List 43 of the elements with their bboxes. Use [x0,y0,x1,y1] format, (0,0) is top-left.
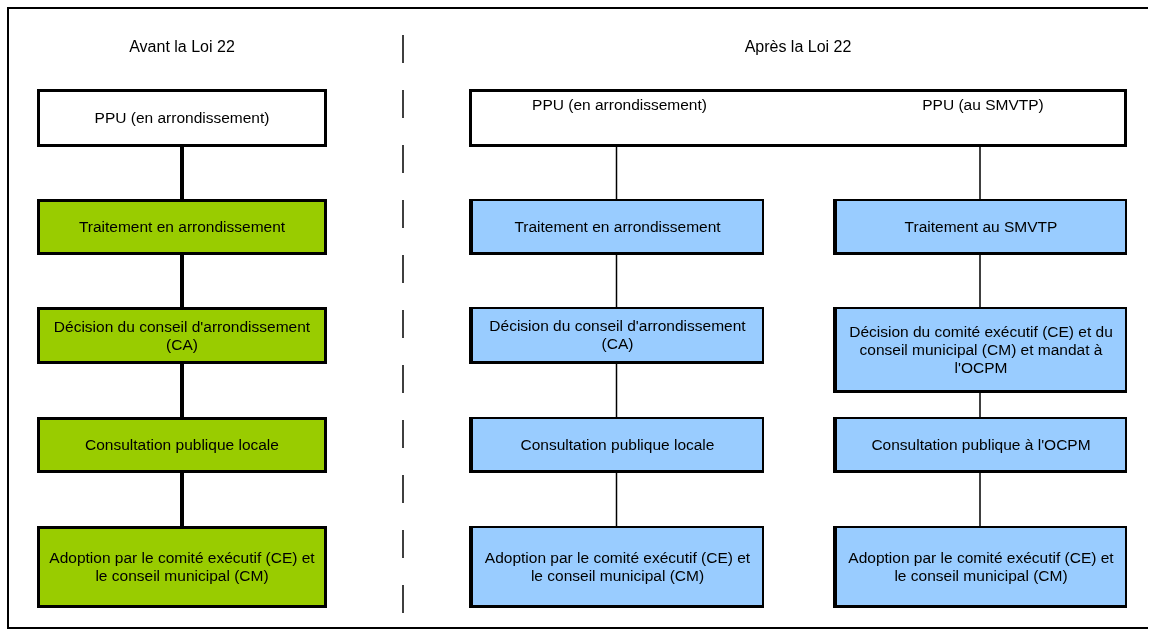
box-text: PPU (en arrondissement) [94,109,270,127]
connector-line [979,472,981,527]
process-box [833,526,1127,608]
box-text: Consultation publique locale [520,435,715,454]
box-text: Décision du comité exécutif (CE) et du conseil municipal (CM) et mandat à l'OCPM [848,322,1114,377]
connector-line [180,255,184,307]
box-text: Traitement en arrondissement [78,218,286,236]
box-text: Traitement au SMVTP [904,217,1058,236]
connector-line [979,254,981,308]
process-box [469,417,764,473]
connector-line [180,364,184,417]
process-box [833,307,1127,393]
connector-line [979,146,981,200]
box-text: Adoption par le comité exécutif (CE) et le conseil municipal (CM) [483,548,752,585]
box-text: Décision du conseil d'arrondissement (CA) [52,317,312,354]
process-box [469,526,764,608]
process-box [37,526,327,608]
connector-line [180,147,184,199]
connector-line [979,392,981,418]
box-text: PPU (en arrondissement) [531,96,708,114]
box-text: Consultation publique à l'OCPM [871,435,1091,454]
process-box [37,89,327,147]
connector-line [615,472,618,527]
box-text: Traitement en arrondissement [514,217,721,236]
box-text: Consultation publique locale [85,436,279,454]
process-box [833,199,1127,255]
connector-line [615,363,618,418]
process-box [469,199,764,255]
box-text: PPU (au SMVTP) [921,96,1045,114]
box-text: Décision du conseil d'arrondissement (CA) [488,317,747,353]
connector-line [180,473,184,526]
column-heading: Après la Loi 22 [743,38,853,56]
process-box [37,199,327,255]
process-box [37,307,327,364]
box-text: Adoption par le comité exécutif (CE) et le conseil municipal (CM) [48,549,316,585]
column-heading: Avant la Loi 22 [128,38,236,56]
box-text: Adoption par le comité exécutif (CE) et le conseil municipal (CM) [847,548,1115,585]
process-box [37,417,327,473]
process-box [469,307,764,364]
process-box [469,89,1127,147]
process-box [833,417,1127,473]
connector-line [615,254,618,308]
connector-line [615,146,618,200]
